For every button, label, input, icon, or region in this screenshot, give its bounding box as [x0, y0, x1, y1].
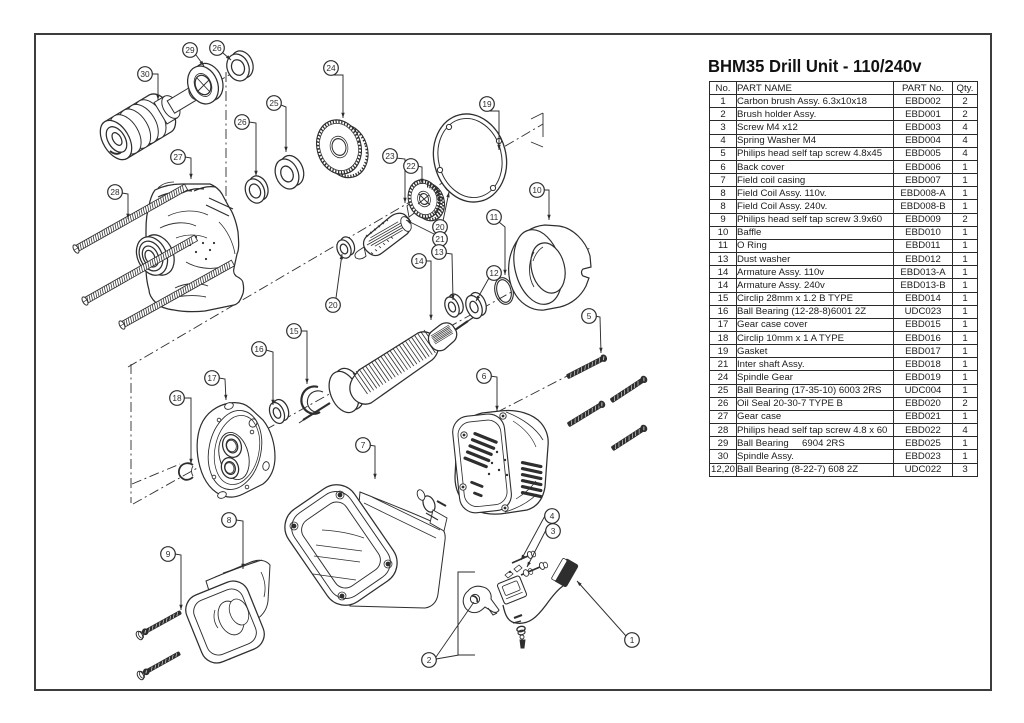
svg-text:18: 18	[172, 393, 182, 403]
svg-text:25: 25	[269, 98, 279, 108]
svg-text:20: 20	[435, 222, 445, 232]
svg-text:23: 23	[385, 151, 395, 161]
svg-text:14: 14	[414, 256, 424, 266]
svg-text:26: 26	[237, 117, 247, 127]
svg-text:27: 27	[173, 152, 183, 162]
svg-text:19: 19	[482, 99, 492, 109]
svg-text:7: 7	[361, 440, 366, 450]
svg-text:6: 6	[482, 371, 487, 381]
svg-text:28: 28	[110, 187, 120, 197]
svg-text:5: 5	[587, 311, 592, 321]
svg-text:8: 8	[227, 515, 232, 525]
svg-text:24: 24	[326, 63, 336, 73]
svg-text:22: 22	[406, 161, 416, 171]
svg-text:15: 15	[289, 326, 299, 336]
svg-text:1: 1	[630, 635, 635, 645]
svg-text:21: 21	[435, 234, 445, 244]
svg-text:20: 20	[328, 300, 338, 310]
svg-text:16: 16	[254, 344, 264, 354]
svg-text:10: 10	[532, 185, 542, 195]
svg-text:30: 30	[140, 69, 150, 79]
svg-text:2: 2	[427, 655, 432, 665]
svg-text:11: 11	[490, 212, 499, 222]
svg-text:4: 4	[550, 511, 555, 521]
svg-text:3: 3	[551, 526, 556, 536]
svg-text:17: 17	[207, 373, 217, 383]
svg-text:29: 29	[185, 45, 195, 55]
svg-text:12: 12	[489, 268, 499, 278]
svg-text:13: 13	[434, 247, 444, 257]
svg-text:26: 26	[212, 43, 222, 53]
svg-text:9: 9	[166, 549, 171, 559]
